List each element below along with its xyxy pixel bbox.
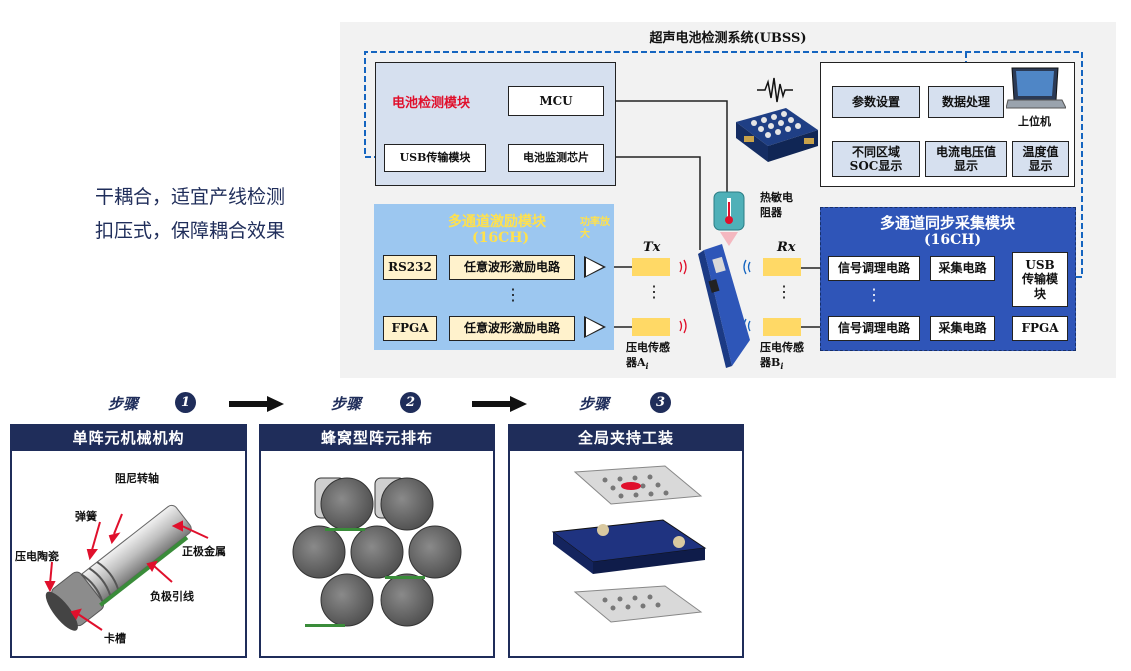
step-1-label: 步骤 xyxy=(108,395,139,413)
param-settings-box: 参数设置 xyxy=(832,86,920,118)
step-2-title: 蜂窝型阵元排布 xyxy=(259,424,495,451)
amplifier-2-icon xyxy=(584,316,606,338)
acquisition-usb-box: USB传输模块 xyxy=(1012,252,1068,307)
power-amp-label: 功率放大 xyxy=(580,217,610,240)
soc-display-box: 不同区域SOC显示 xyxy=(832,141,920,177)
callout-ceramic: 压电陶瓷 xyxy=(15,550,59,563)
arrow-1-icon xyxy=(229,396,284,412)
tx-sensor-2 xyxy=(632,318,670,336)
host-label: 上位机 xyxy=(1018,115,1051,128)
acquisition-channels: (16CH) xyxy=(924,232,982,248)
acquisition-fpga-box: FPGA xyxy=(1012,316,1068,341)
step-3-number: 3 xyxy=(650,392,671,413)
battery-module-title: 电池检测模块 xyxy=(392,96,471,111)
thermistor-label: 热敏电阻器 xyxy=(760,191,793,220)
acquisition-circuit-2: 采集电路 xyxy=(930,316,995,341)
step-3-title: 全局夹持工装 xyxy=(508,424,744,451)
step-1-title: 单阵元机械机构 xyxy=(10,424,247,451)
excitation-channels: (16CH) xyxy=(472,230,530,246)
step-3-label: 步骤 xyxy=(579,395,610,413)
battery-pack-icon xyxy=(736,108,818,162)
battery-monitor-chip-box: 电池监测芯片 xyxy=(508,144,604,172)
waveform-circuit-2: 任意波形激励电路 xyxy=(449,316,575,341)
step-2-number: 2 xyxy=(400,392,421,413)
thermistor-icon xyxy=(713,191,745,246)
excitation-title: 多通道激励模块 xyxy=(448,214,546,230)
signal-conditioning-1: 信号调理电路 xyxy=(828,256,920,281)
ultrasound-wave-icon xyxy=(757,77,793,103)
excitation-dots: ⋮ xyxy=(505,285,521,304)
tx-sensor-1 xyxy=(632,258,670,276)
callout-spring: 弹簧 xyxy=(75,510,97,523)
callout-negative: 负极引线 xyxy=(150,590,194,603)
tx-label: Tx xyxy=(643,240,661,255)
step-1-number: 1 xyxy=(175,392,196,413)
usb-transfer-box: USB传输模块 xyxy=(384,144,486,172)
feature-line-1: 干耦合，适宜产线检测 xyxy=(95,186,286,208)
sensor-b-label: 压电传感器Bi xyxy=(760,341,804,372)
excitation-fpga-box: FPGA xyxy=(383,316,437,341)
clamping-fixture-illustration xyxy=(551,465,707,623)
tx-dots: ⋮ xyxy=(646,282,662,301)
temperature-display-box: 温度值显示 xyxy=(1012,141,1069,177)
rx-dots: ⋮ xyxy=(776,282,792,301)
rx-sensor-1 xyxy=(763,258,801,276)
rx-sensor-2 xyxy=(763,318,801,336)
mechanism-illustration xyxy=(44,504,209,631)
callout-damper: 阻尼转轴 xyxy=(115,472,159,485)
rs232-box: RS232 xyxy=(383,255,437,280)
laptop-icon xyxy=(1006,67,1066,109)
arrow-2-icon xyxy=(472,396,527,412)
acquisition-title: 多通道同步采集模块 xyxy=(880,214,1016,232)
step-2-label: 步骤 xyxy=(331,395,362,413)
signal-conditioning-2: 信号调理电路 xyxy=(828,316,920,341)
honeycomb-array-illustration xyxy=(292,477,462,627)
sensor-a-label: 压电传感器Ai xyxy=(626,341,670,372)
waveform-circuit-1: 任意波形激励电路 xyxy=(449,255,575,280)
feature-line-2: 扣压式，保障耦合效果 xyxy=(95,220,286,242)
data-processing-box: 数据处理 xyxy=(928,86,1004,118)
voltage-display-box: 电流电压值显示 xyxy=(925,141,1007,177)
acquisition-circuit-1: 采集电路 xyxy=(930,256,995,281)
pouch-cell-icon xyxy=(698,244,750,368)
callout-positive: 正极金属 xyxy=(182,545,226,558)
rx-label: Rx xyxy=(777,240,796,255)
acquisition-dots: ⋮ xyxy=(866,285,882,304)
system-title: 超声电池检测系统(UBSS) xyxy=(649,31,807,46)
amplifier-1-icon xyxy=(584,256,606,278)
callout-slot: 卡槽 xyxy=(104,632,126,645)
mcu-box: MCU xyxy=(508,86,604,116)
